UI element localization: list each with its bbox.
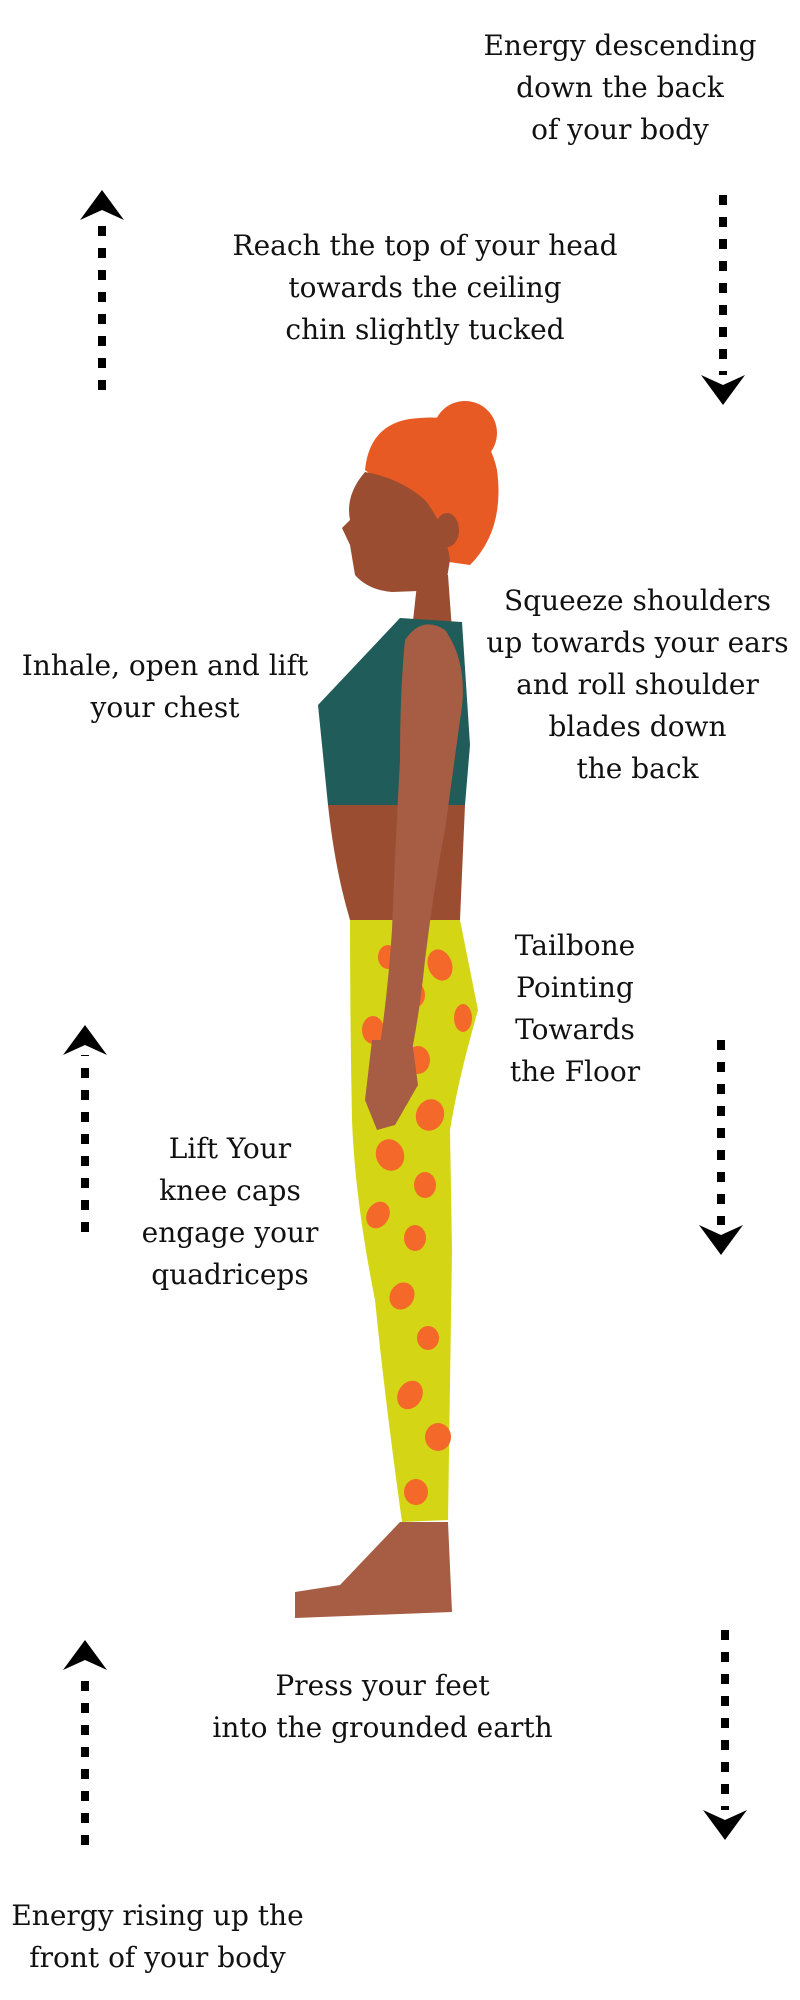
label-energy-up-front: Energy rising up the front of your body (11, 1899, 304, 1974)
head (342, 472, 450, 592)
label-energy-down-back: Energy descending down the back of your … (483, 29, 757, 146)
label-press-feet: Press your feet into the grounded earth (212, 1669, 553, 1744)
arrow-down-middle-right (699, 1040, 743, 1255)
ear (435, 513, 459, 547)
arrow-down-bottom-right (703, 1630, 747, 1840)
label-knee-caps: Lift Your knee caps engage your quadrice… (141, 1132, 319, 1291)
hair-main (365, 417, 499, 565)
hand (365, 1040, 418, 1130)
label-reach-head: Reach the top of your head towards the c… (232, 229, 618, 346)
label-tailbone: Tailbone Pointing Towards the Floor (509, 929, 641, 1088)
arrow-up-bottom-left (63, 1640, 107, 1845)
label-inhale-chest: Inhale, open and lift your chest (21, 649, 309, 724)
hair (365, 401, 499, 565)
arm (368, 624, 463, 1120)
arrow-up-top-left (80, 190, 124, 390)
neck (412, 575, 452, 630)
arrow-up-middle-left (63, 1025, 107, 1232)
arrow-down-top-right (701, 195, 745, 405)
foot (295, 1522, 452, 1618)
label-squeeze-shoulders: Squeeze shoulders up towards your ears a… (486, 584, 789, 785)
